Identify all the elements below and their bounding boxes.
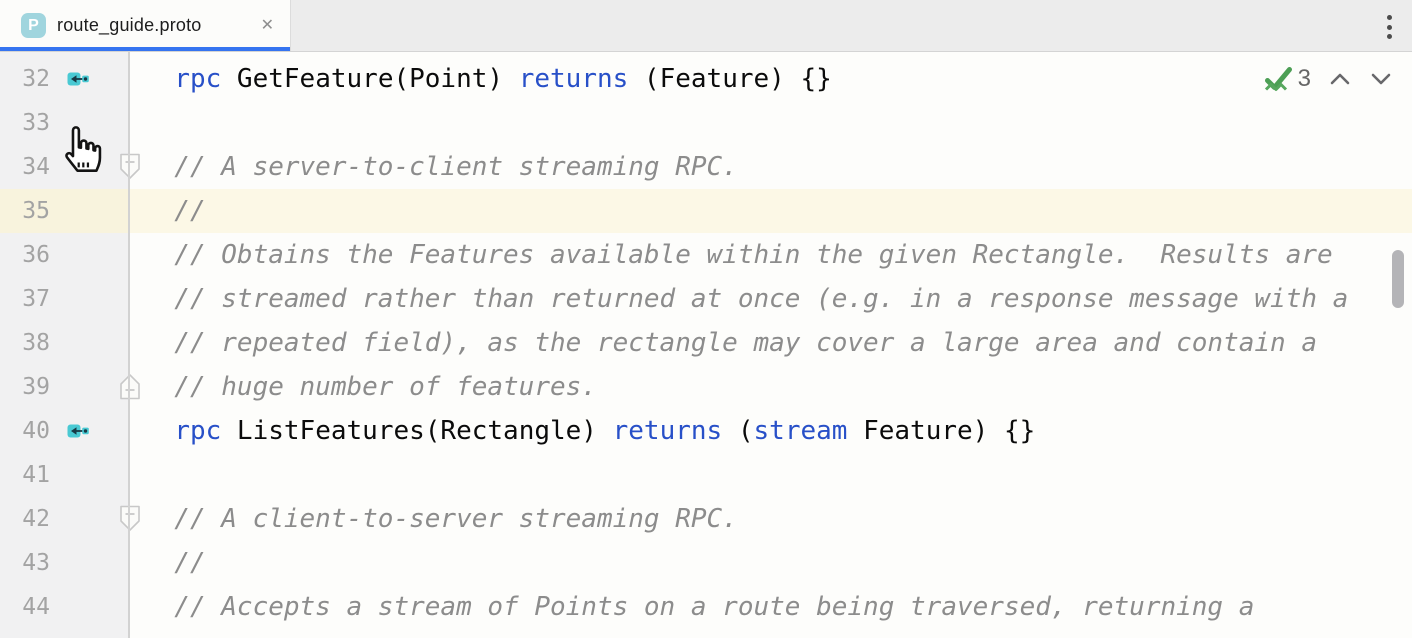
code-line-row: 35 // (0, 189, 1412, 233)
fold-region-down-marker[interactable] (119, 505, 141, 532)
gutter-cell: 41 (0, 453, 129, 497)
line-number: 44 (22, 594, 50, 620)
gutter-cell: 32 (0, 57, 129, 101)
occurrence-count: 3 (1297, 65, 1311, 92)
line-number: 33 (22, 110, 50, 136)
comment-token: // repeated field), as the rectangle may… (143, 328, 1317, 358)
previous-occurrence-chevron-up-icon[interactable] (1328, 70, 1352, 88)
comment-token: // streamed rather than returned at once… (143, 284, 1349, 314)
code-editor: 32 rpc GetFeature(Point) returns (Featur… (0, 52, 1412, 638)
mouse-hand-cursor (56, 124, 104, 176)
code-token: Feature) {} (847, 416, 1036, 446)
checks-passed-icon (1263, 64, 1293, 94)
code-line-row: 32 rpc GetFeature(Point) returns (Featur… (0, 57, 1412, 101)
editor-gutter (0, 52, 129, 638)
code-line-row: 41 (0, 453, 1412, 497)
code-line-row: 36 // Obtains the Features available wit… (0, 233, 1412, 277)
gutter-cell: 35 (0, 189, 129, 233)
code-line-text[interactable]: // (129, 189, 1412, 233)
keyword-token: rpc (174, 64, 222, 94)
code-line-text[interactable] (129, 101, 1412, 145)
fold-region-line (128, 52, 130, 638)
code-line-text[interactable]: // A client-to-server streaming RPC. (129, 497, 1412, 541)
comment-token: // (143, 196, 206, 226)
code-line-text[interactable]: rpc ListFeatures(Rectangle) returns (str… (129, 409, 1412, 453)
fold-region-down-marker[interactable] (119, 153, 141, 180)
line-number: 37 (22, 286, 50, 312)
line-number: 34 (22, 154, 50, 180)
comment-token: // A server-to-client streaming RPC. (143, 152, 738, 182)
code-line-row: 43 // (0, 541, 1412, 585)
code-line-text[interactable]: // A server-to-client streaming RPC. (129, 145, 1412, 189)
gutter-cell: 42 (0, 497, 129, 541)
code-line-row: 39 // huge number of features. (0, 365, 1412, 409)
keyword-token: returns (518, 64, 629, 94)
tab-close-icon[interactable]: ✕ (260, 16, 274, 34)
code-line-text[interactable]: // (129, 541, 1412, 585)
active-tab-indicator (0, 47, 290, 51)
line-number: 38 (22, 330, 50, 356)
gutter-cell: 33 (0, 101, 129, 145)
keyword-token: rpc (174, 416, 222, 446)
gutter-cell: 43 (0, 541, 129, 585)
editor-tab-bar: P route_guide.proto ✕ (0, 0, 1412, 52)
code-token (143, 416, 174, 446)
endpoint-gutter-icon[interactable] (67, 72, 89, 86)
code-line-text[interactable]: // repeated field), as the rectangle may… (129, 321, 1412, 365)
code-token (143, 64, 174, 94)
endpoint-gutter-icon[interactable] (67, 424, 89, 438)
line-number: 41 (22, 462, 50, 488)
comment-token: // (143, 548, 206, 578)
line-number: 36 (22, 242, 50, 268)
gutter-cell: 38 (0, 321, 129, 365)
vertical-scrollbar-thumb[interactable] (1392, 250, 1404, 308)
code-line-row: 38 // repeated field), as the rectangle … (0, 321, 1412, 365)
code-line-text[interactable]: // streamed rather than returned at once… (129, 277, 1412, 321)
tab-title: route_guide.proto (57, 15, 202, 35)
code-line-row: 44 // Accepts a stream of Points on a ro… (0, 585, 1412, 629)
comment-token: // A client-to-server streaming RPC. (143, 504, 738, 534)
gutter-cell: 39 (0, 365, 129, 409)
occurrences-navigation-widget: 3 (1263, 64, 1393, 94)
keyword-token: returns (612, 416, 723, 446)
code-line-text[interactable]: // Obtains the Features available within… (129, 233, 1412, 277)
editor-options-kebab-icon[interactable] (1376, 12, 1402, 42)
code-token: (Feature) {} (628, 64, 832, 94)
gutter-cell: 44 (0, 585, 129, 629)
proto-file-type-icon: P (21, 13, 46, 38)
line-number: 43 (22, 550, 50, 576)
next-occurrence-chevron-down-icon[interactable] (1369, 70, 1393, 88)
tab-route-guide-proto[interactable]: P route_guide.proto ✕ (0, 0, 291, 51)
code-line-row: 34 // A server-to-client streaming RPC. (0, 145, 1412, 189)
line-number: 35 (22, 198, 50, 224)
code-line-text[interactable]: // Accepts a stream of Points on a route… (129, 585, 1412, 629)
line-number: 42 (22, 506, 50, 532)
code-line-text[interactable]: // huge number of features. (129, 365, 1412, 409)
line-number: 40 (22, 418, 50, 444)
code-lines: 32 rpc GetFeature(Point) returns (Featur… (0, 52, 1412, 629)
gutter-cell: 34 (0, 145, 129, 189)
gutter-cell: 36 (0, 233, 129, 277)
code-line-row: 37 // streamed rather than returned at o… (0, 277, 1412, 321)
code-line-text[interactable] (129, 453, 1412, 497)
comment-token: // Accepts a stream of Points on a route… (143, 592, 1255, 622)
line-number: 32 (22, 66, 50, 92)
code-line-row: 42 // A client-to-server streaming RPC. (0, 497, 1412, 541)
code-line-row: 33 (0, 101, 1412, 145)
code-token: ListFeatures(Rectangle) (221, 416, 613, 446)
code-token: GetFeature(Point) (221, 64, 519, 94)
line-number: 39 (22, 374, 50, 400)
comment-token: // huge number of features. (143, 372, 597, 402)
comment-token: // Obtains the Features available within… (143, 240, 1333, 270)
keyword-token: stream (753, 416, 848, 446)
code-line-text[interactable]: rpc GetFeature(Point) returns (Feature) … (129, 57, 1412, 101)
code-line-row: 40 rpc ListFeatures(Rectangle) returns (… (0, 409, 1412, 453)
code-token: ( (722, 416, 754, 446)
fold-region-up-marker[interactable] (119, 373, 141, 400)
gutter-cell: 37 (0, 277, 129, 321)
gutter-cell: 40 (0, 409, 129, 453)
